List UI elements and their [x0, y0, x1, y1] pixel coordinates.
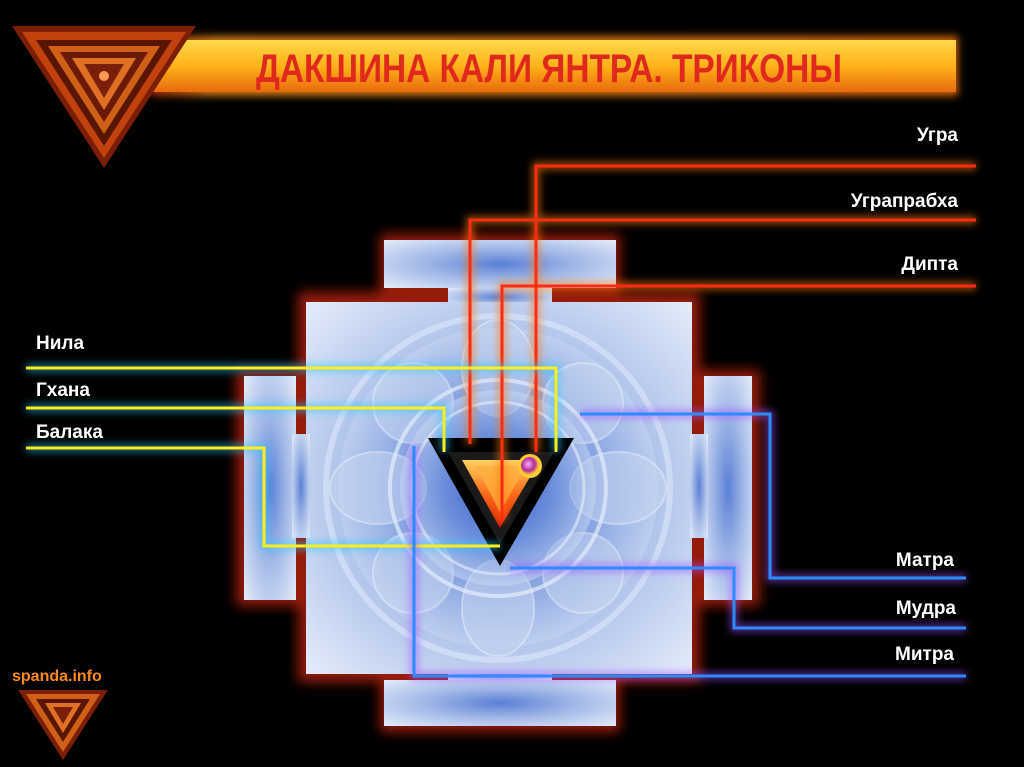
label-nila: Нила [36, 333, 84, 354]
label-matra: Матра [896, 550, 955, 571]
label-ugraprabha: Уграпрабха [851, 191, 959, 212]
label-ghana: Гхана [36, 380, 90, 401]
bindu-dot-icon [518, 454, 542, 478]
labels-right-bottom: Матра Мудра Митра [895, 550, 956, 665]
triangle-logo-icon [12, 26, 196, 168]
title-banner: ДАКШИНА КАЛИ ЯНТРА. ТРИКОНЫ [150, 36, 958, 96]
label-dipta: Дипта [901, 254, 958, 275]
label-ugra: Угра [917, 125, 959, 146]
brand-block: spanda.info [12, 668, 108, 760]
brand-triangle-icon [18, 690, 108, 760]
brand-text: spanda.info [12, 668, 102, 685]
label-balaka: Балака [36, 422, 103, 443]
page-title: ДАКШИНА КАЛИ ЯНТРА. ТРИКОНЫ [256, 47, 842, 91]
label-mitra: Митра [895, 644, 954, 665]
labels-left: Нила Гхана Балака [36, 333, 103, 443]
label-mudra: Мудра [896, 598, 957, 619]
labels-right-top: Угра Уграпрабха Дипта [851, 125, 959, 275]
